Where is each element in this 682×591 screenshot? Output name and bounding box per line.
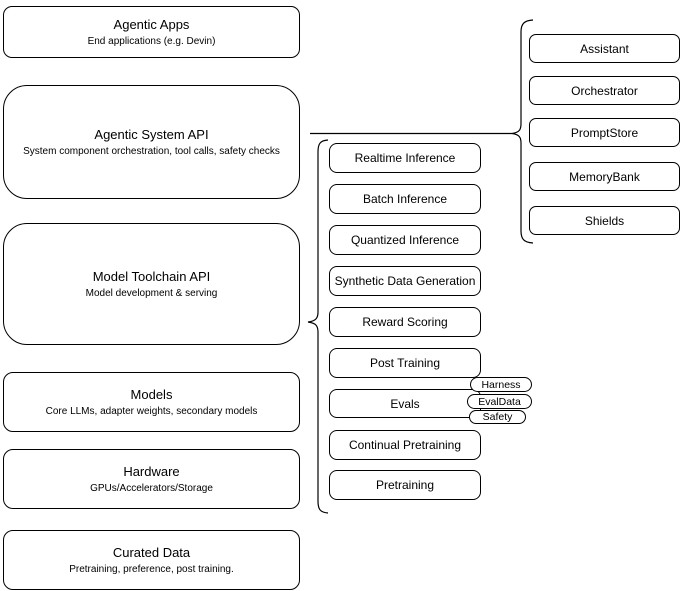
toolchain-box-batch-inference: Batch Inference bbox=[329, 184, 481, 214]
system-box-promptstore: PromptStore bbox=[529, 118, 680, 147]
layer-title: Agentic System API bbox=[94, 126, 209, 142]
toolchain-group-brace bbox=[307, 139, 329, 514]
tag-pill-harness: Harness bbox=[470, 377, 532, 392]
layer-box-agentic-apps: Agentic Apps End applications (e.g. Devi… bbox=[3, 6, 300, 58]
toolchain-box-continual-pretraining: Continual Pretraining bbox=[329, 430, 481, 460]
toolchain-box-pretraining: Pretraining bbox=[329, 470, 481, 500]
layer-title: Model Toolchain API bbox=[92, 268, 211, 284]
toolchain-box-quantized-inference: Quantized Inference bbox=[329, 225, 481, 255]
system-box-orchestrator: Orchestrator bbox=[529, 76, 680, 105]
layer-title: Hardware bbox=[123, 463, 180, 479]
toolchain-box-reward-scoring: Reward Scoring bbox=[329, 307, 481, 337]
layer-subtitle: Pretraining, preference, post training. bbox=[69, 563, 234, 575]
layer-box-model-toolchain-api: Model Toolchain API Model development & … bbox=[3, 223, 300, 345]
layer-subtitle: End applications (e.g. Devin) bbox=[87, 35, 216, 47]
toolchain-box-realtime-inference: Realtime Inference bbox=[329, 143, 481, 173]
toolchain-box-evals: Evals bbox=[329, 389, 481, 418]
layer-box-hardware: Hardware GPUs/Accelerators/Storage bbox=[3, 449, 300, 509]
tag-pill-safety: Safety bbox=[469, 410, 526, 424]
tag-pill-evaldata: EvalData bbox=[467, 394, 532, 409]
layer-box-curated-data: Curated Data Pretraining, preference, po… bbox=[3, 530, 300, 590]
system-box-memorybank: MemoryBank bbox=[529, 162, 680, 191]
system-box-shields: Shields bbox=[529, 206, 680, 235]
layer-subtitle: GPUs/Accelerators/Storage bbox=[90, 482, 213, 494]
layer-title: Models bbox=[130, 386, 173, 402]
layer-box-agentic-system-api: Agentic System API System component orch… bbox=[3, 85, 300, 199]
layer-title: Agentic Apps bbox=[113, 16, 190, 32]
toolchain-box-post-training: Post Training bbox=[329, 348, 481, 378]
layer-subtitle: Core LLMs, adapter weights, secondary mo… bbox=[45, 405, 258, 417]
layer-subtitle: Model development & serving bbox=[85, 287, 218, 299]
system-box-assistant: Assistant bbox=[529, 34, 680, 63]
layer-box-models: Models Core LLMs, adapter weights, secon… bbox=[3, 372, 300, 432]
layer-subtitle: System component orchestration, tool cal… bbox=[23, 145, 280, 157]
layer-title: Curated Data bbox=[112, 544, 191, 560]
toolchain-box-synthetic-data-generation: Synthetic Data Generation bbox=[329, 266, 481, 296]
